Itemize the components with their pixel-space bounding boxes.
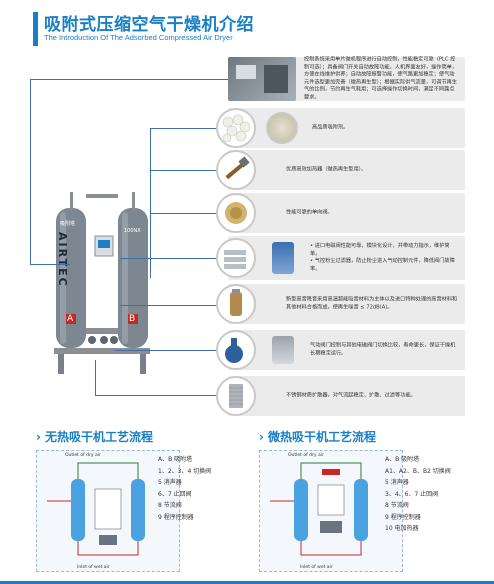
connector-line bbox=[30, 79, 31, 264]
inlet-label: Inlet of wet air bbox=[77, 565, 110, 570]
tower-b-label: B bbox=[129, 314, 136, 324]
legend-item: A1、A2、B、B2 切换阀 bbox=[385, 467, 451, 475]
outlet-label: Outlet of dry air bbox=[288, 453, 324, 458]
feature-text: 控制系统采用单片微机程序进行自动控制，性能稳定可靠（PLC 控制可选）；具备阀门… bbox=[304, 56, 458, 101]
feature-row-heater: 优质高效加热器（微热再生型用）。 bbox=[216, 150, 465, 190]
filter-icon bbox=[272, 242, 294, 274]
page-title: 吸附式压缩空气干燥机介绍 bbox=[44, 15, 254, 35]
connector-line bbox=[95, 360, 96, 395]
microheat-flow-diagram: Outlet of dry air Inlet of wet air bbox=[259, 450, 403, 572]
machine-brand-label: AIRTEC bbox=[56, 232, 69, 288]
feature-row-muffler: 新型高音降音采用高温超能吸音材料为主体以及进口特种处理的高音材料和其他材料合格而… bbox=[216, 284, 465, 324]
legend-item: 8 节流阀 bbox=[158, 502, 182, 509]
connector-line bbox=[150, 128, 151, 278]
dryer-machine-illustration bbox=[54, 192, 150, 374]
footer-bar bbox=[0, 581, 494, 584]
legend-item: 9 程序控制器 bbox=[158, 513, 194, 521]
legend-item: 5 消声器 bbox=[158, 479, 182, 486]
filter-valve-icon bbox=[216, 238, 256, 278]
chevron-right-icon: › bbox=[36, 430, 41, 444]
legend-item: 1、2、3、4 切换阀 bbox=[158, 467, 212, 475]
feature-text: • 进口电磁阀性能可靠，模块化设计，并带动力指示，维护简单。 • 气控粉尘过滤器… bbox=[310, 243, 455, 272]
tower-a-label: A bbox=[67, 314, 74, 324]
controller-photo-icon bbox=[228, 57, 296, 101]
feature-text: 气动阀门控制与其他电磁阀门切换比较，寿命更长，保证干燥机长期稳定运行。 bbox=[310, 342, 456, 357]
heatless-process-heading: ›无热吸干机工艺流程 bbox=[36, 428, 153, 445]
connector-line bbox=[115, 350, 228, 351]
outlet-label: Outlet of dry air bbox=[65, 453, 101, 458]
inlet-label: Inlet of wet air bbox=[300, 565, 333, 570]
feature-row-desiccant: 高品质吸附剂。 bbox=[216, 108, 465, 148]
legend-item: 9 程序控制器 bbox=[385, 513, 421, 521]
check-valve-icon bbox=[216, 193, 256, 233]
connector-line bbox=[120, 305, 228, 306]
microheat-process-heading: ›微热吸干机工艺流程 bbox=[259, 428, 376, 445]
feature-row-check-valve: 性能可靠的单向阀。 bbox=[216, 193, 465, 233]
microheat-process-title: 微热吸干机工艺流程 bbox=[267, 430, 376, 444]
tower-right-caption: 100NX bbox=[124, 228, 141, 234]
connector-line bbox=[150, 213, 228, 214]
legend-item: 8 节流阀 bbox=[385, 502, 409, 509]
heatless-legend: A、B 吸附塔 1、2、3、4 切换阀 5 消声器 6、7 止回阀 8 节流阀 … bbox=[158, 454, 211, 523]
feature-text: 性能可靠的单向阀。 bbox=[286, 209, 333, 216]
connector-line bbox=[120, 258, 228, 259]
title-accent-bar bbox=[33, 12, 38, 46]
feature-text: 优质高效加热器（微热再生型用）。 bbox=[286, 166, 367, 173]
feature-row-filter-valve: • 进口电磁阀性能可靠，模块化设计，并带动力指示，维护简单。 • 气控粉尘过滤器… bbox=[216, 236, 465, 280]
stainless-filter-icon bbox=[216, 376, 256, 416]
microheat-legend: A、B 吸附塔 A1、A2、B、B2 切换阀 5 消声器 3、4、6、7 止回阀… bbox=[385, 454, 451, 535]
pneumatic-actuator-icon bbox=[272, 336, 294, 364]
feature-text: 高品质吸附剂。 bbox=[312, 124, 349, 131]
desiccant-beads-icon bbox=[266, 112, 298, 144]
legend-item: 10 电加热器 bbox=[385, 525, 419, 532]
legend-item: 5 消声器 bbox=[385, 479, 409, 486]
muffler-icon bbox=[216, 284, 256, 324]
butterfly-valve-icon bbox=[216, 330, 256, 370]
connector-line bbox=[150, 128, 228, 129]
heatless-process-title: 无热吸干机工艺流程 bbox=[44, 430, 153, 444]
legend-item: 6、7 止回阀 bbox=[158, 490, 192, 498]
page-subtitle: The Introduction Of The Adsorbed Compres… bbox=[44, 33, 233, 42]
heater-icon bbox=[216, 150, 256, 190]
feature-row-controller: 控制系统采用单片微机程序进行自动控制，性能稳定可靠（PLC 控制可选）；具备阀门… bbox=[228, 57, 465, 101]
heatless-flow-diagram: Outlet of dry air Inlet of wet air bbox=[36, 450, 180, 572]
connector-line bbox=[30, 264, 70, 265]
feature-row-diffuser: 不锈钢材质扩散器，对气流起稳定、扩散、过滤等功能。 bbox=[216, 376, 465, 416]
desiccant-beads-icon bbox=[216, 108, 256, 148]
feature-row-pneumatic-valve: 气动阀门控制与其他电磁阀门切换比较，寿命更长，保证干燥机长期稳定运行。 bbox=[216, 330, 465, 370]
chevron-right-icon: › bbox=[259, 430, 264, 444]
connector-line bbox=[30, 79, 228, 80]
legend-item: 3、4、6、7 止回阀 bbox=[385, 490, 439, 498]
legend-item: A、B 吸附塔 bbox=[158, 456, 193, 463]
connector-line bbox=[95, 395, 228, 396]
feature-text: 新型高音降音采用高温超能吸音材料为主体以及进口特种处理的高音材料和其他材料合格而… bbox=[286, 296, 458, 311]
tower-left-caption: 吸附塔 bbox=[60, 221, 76, 227]
feature-text: 不锈钢材质扩散器，对气流起稳定、扩散、过滤等功能。 bbox=[286, 392, 416, 399]
connector-line bbox=[150, 170, 228, 171]
legend-item: A、B 吸附塔 bbox=[385, 456, 420, 463]
